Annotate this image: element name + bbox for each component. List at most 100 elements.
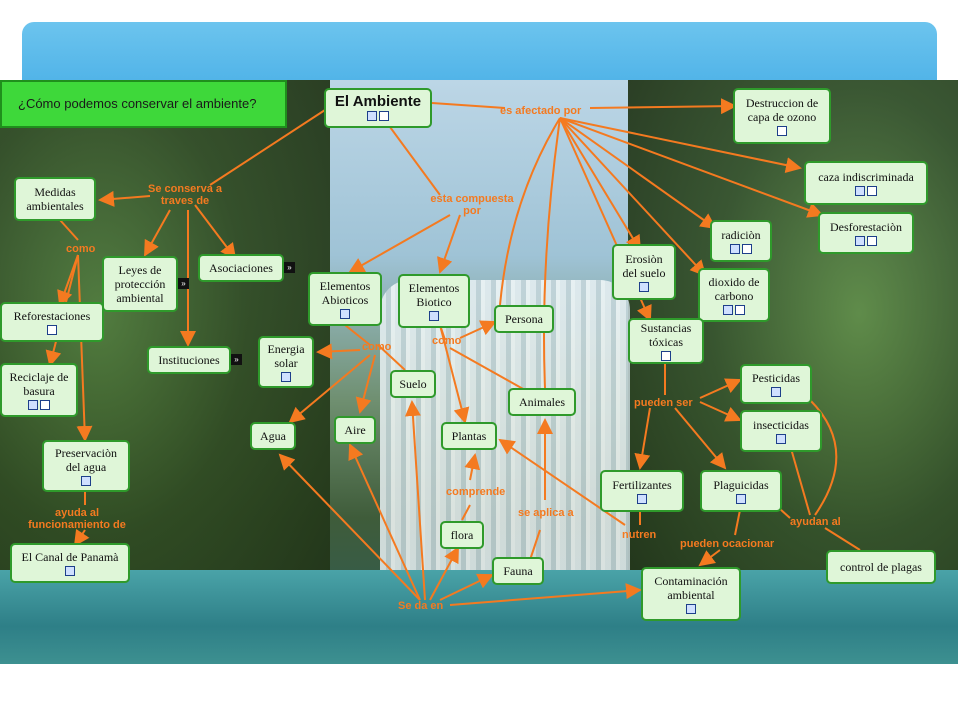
node-label: Aire — [344, 423, 366, 437]
image-icon[interactable] — [637, 494, 647, 504]
image-icon[interactable] — [723, 305, 733, 315]
document-icon[interactable] — [661, 351, 671, 361]
node-label: Contaminación ambiental — [654, 574, 728, 602]
node-plaguicidas[interactable]: Plaguicidas — [700, 470, 782, 512]
node-el-ambiente[interactable]: El Ambiente — [324, 88, 432, 128]
document-icon[interactable] — [47, 325, 57, 335]
image-icon[interactable] — [730, 244, 740, 254]
document-icon[interactable] — [379, 111, 389, 121]
link-label-comprende: comprende — [446, 486, 506, 498]
node-label: Persona — [505, 312, 543, 326]
image-icon[interactable] — [736, 494, 746, 504]
expand-icon[interactable]: » — [178, 278, 189, 289]
node-flora[interactable]: flora — [440, 521, 484, 549]
node-persona[interactable]: Persona — [494, 305, 554, 333]
node-label: Suelo — [399, 377, 427, 391]
node-label: Fertilizantes — [612, 478, 672, 492]
node-instituciones[interactable]: Instituciones — [147, 346, 231, 374]
node-resource-icons — [771, 387, 781, 397]
image-icon[interactable] — [28, 400, 38, 410]
image-icon[interactable] — [771, 387, 781, 397]
node-label: Elementos Biotico — [408, 281, 460, 309]
image-icon[interactable] — [81, 476, 91, 486]
node-label: Plantas — [451, 429, 487, 443]
link-label-como-bioticos: como — [432, 335, 462, 347]
node-plantas[interactable]: Plantas — [441, 422, 497, 450]
node-resource-icons — [776, 434, 786, 444]
image-icon[interactable] — [639, 282, 649, 292]
node-agua[interactable]: Agua — [250, 422, 296, 450]
node-insecticidas[interactable]: insecticidas — [740, 410, 822, 452]
node-reforestaciones[interactable]: Reforestaciones — [0, 302, 104, 342]
image-icon[interactable] — [686, 604, 696, 614]
node-pesticidas[interactable]: Pesticidas — [740, 364, 812, 404]
image-icon[interactable] — [340, 309, 350, 319]
node-leyes[interactable]: Leyes de protección ambiental — [102, 256, 178, 312]
document-icon[interactable] — [777, 126, 787, 136]
node-fauna[interactable]: Fauna — [492, 557, 544, 585]
node-label: Fauna — [503, 564, 533, 578]
node-resource-icons — [855, 236, 877, 246]
node-label: Pesticidas — [752, 371, 800, 385]
node-contaminacion[interactable]: Contaminación ambiental — [641, 567, 741, 621]
node-fertilizantes[interactable]: Fertilizantes — [600, 470, 684, 512]
document-icon[interactable] — [867, 236, 877, 246]
node-label: flora — [450, 528, 474, 542]
node-resource-icons — [47, 325, 57, 335]
node-energia[interactable]: Energia solar — [258, 336, 314, 388]
image-icon[interactable] — [776, 434, 786, 444]
expand-icon[interactable]: » — [231, 354, 242, 365]
node-sustancias[interactable]: Sustancias tóxicas — [628, 318, 704, 364]
node-resource-icons — [855, 186, 877, 196]
document-icon[interactable] — [735, 305, 745, 315]
document-icon[interactable] — [867, 186, 877, 196]
node-preservacion[interactable]: Preservaciòn del agua — [42, 440, 130, 492]
node-label: Desforestaciòn — [830, 220, 902, 234]
node-label: Asociaciones — [209, 261, 273, 275]
node-label: El Ambiente — [334, 93, 422, 110]
image-icon[interactable] — [855, 236, 865, 246]
node-resource-icons — [723, 305, 745, 315]
node-caza[interactable]: caza indiscriminada — [804, 161, 928, 205]
node-resource-icons — [65, 566, 75, 576]
node-canal[interactable]: El Canal de Panamà — [10, 543, 130, 583]
node-animales[interactable]: Animales — [508, 388, 576, 416]
node-resource-icons — [661, 351, 671, 361]
node-suelo[interactable]: Suelo — [390, 370, 436, 398]
image-icon[interactable] — [429, 311, 439, 321]
node-dioxido[interactable]: dioxido de carbono — [698, 268, 770, 322]
node-resource-icons — [639, 282, 649, 292]
node-asociaciones[interactable]: Asociaciones — [198, 254, 284, 282]
node-label: caza indiscriminada — [818, 170, 914, 184]
question-title: ¿Cómo podemos conservar el ambiente? — [0, 80, 287, 128]
node-aire[interactable]: Aire — [334, 416, 376, 444]
node-label: Preservaciòn del agua — [55, 446, 117, 474]
node-label: Medidas ambientales — [26, 185, 84, 213]
node-control-plagas[interactable]: control de plagas — [826, 550, 936, 584]
link-label-pueden-ser: pueden ser — [634, 397, 693, 409]
node-resource-icons — [637, 494, 647, 504]
link-label-se-da: Se da en — [398, 600, 444, 612]
node-desforestacion[interactable]: Desforestaciòn — [818, 212, 914, 254]
image-icon[interactable] — [65, 566, 75, 576]
node-bioticos[interactable]: Elementos Biotico — [398, 274, 470, 328]
node-resource-icons — [736, 494, 746, 504]
image-icon[interactable] — [855, 186, 865, 196]
node-resource-icons — [281, 372, 291, 382]
expand-icon[interactable]: » — [284, 262, 295, 273]
node-label: Erosiòn del suelo — [622, 252, 666, 280]
document-icon[interactable] — [40, 400, 50, 410]
node-reciclaje[interactable]: Reciclaje de basura — [0, 363, 78, 417]
document-icon[interactable] — [742, 244, 752, 254]
node-abioticos[interactable]: Elementos Abioticos — [308, 272, 382, 326]
node-medidas[interactable]: Medidas ambientales — [14, 177, 96, 221]
link-label-conserva: Se conserva a traves de — [148, 183, 222, 207]
image-icon[interactable] — [281, 372, 291, 382]
node-label: El Canal de Panamà — [21, 550, 119, 564]
image-icon[interactable] — [367, 111, 377, 121]
node-erosion[interactable]: Erosiòn del suelo — [612, 244, 676, 300]
node-radiacion[interactable]: radiciòn — [710, 220, 772, 262]
node-label: Energia solar — [267, 342, 305, 370]
node-label: insecticidas — [753, 418, 809, 432]
node-destruccion-ozono[interactable]: Destruccion de capa de ozono — [733, 88, 831, 144]
